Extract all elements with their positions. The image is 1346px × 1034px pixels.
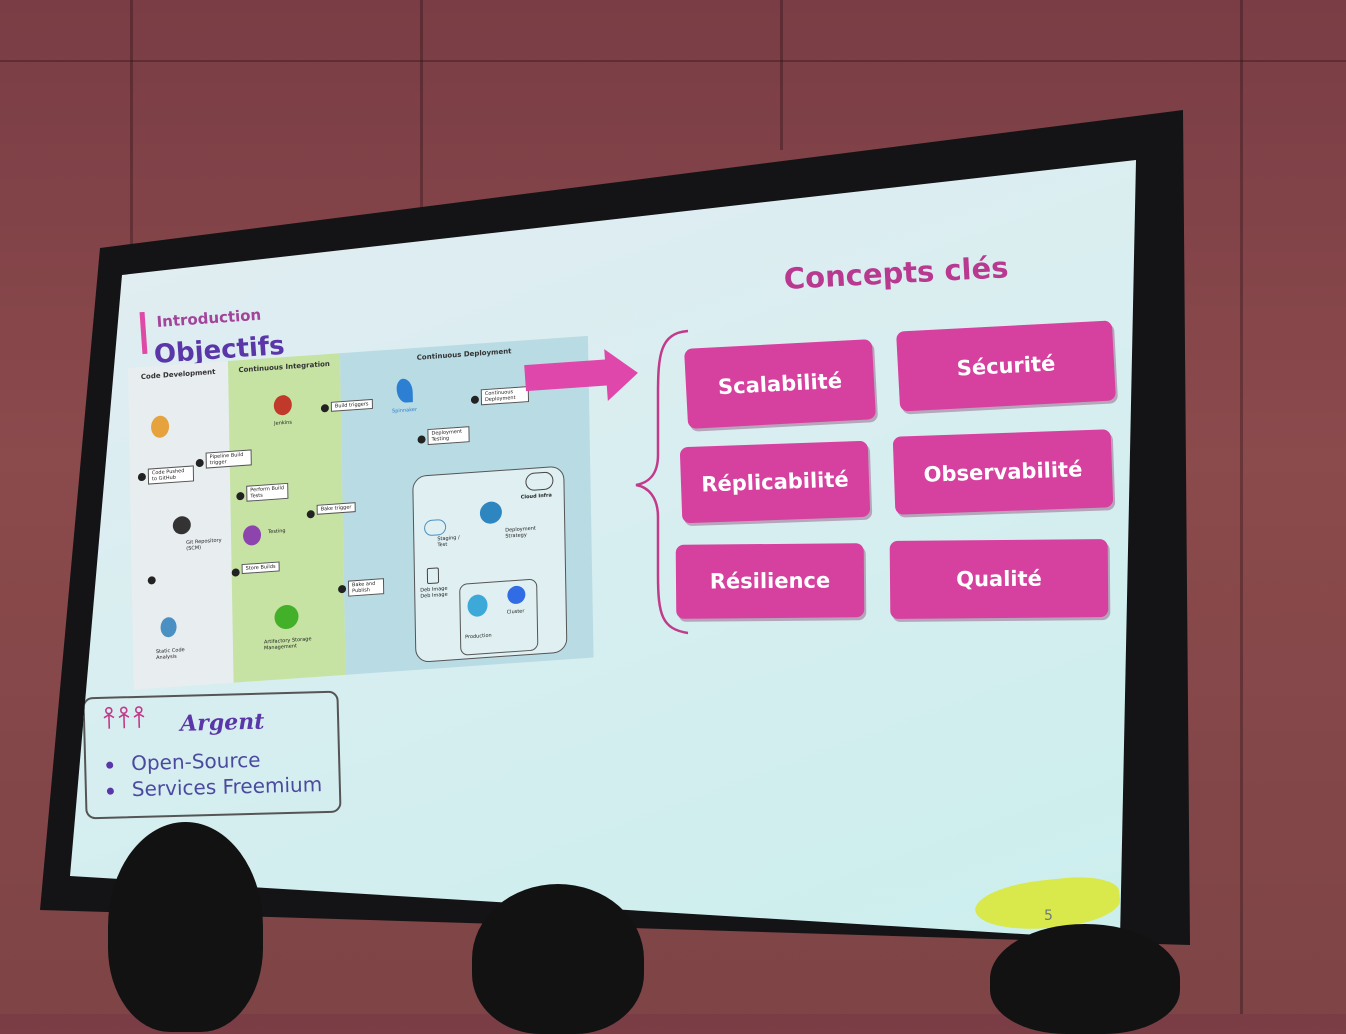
deployment-strategy-label: Deployment Strategy [505, 525, 536, 540]
concept-card-scalabilite: Scalabilité [684, 339, 876, 429]
wall-panel-line [1240, 0, 1243, 1014]
money-box: Argent Open-Source Services Freemium [82, 690, 342, 820]
lane-title: Code Development [140, 367, 216, 382]
deb-image-label: Deb Image Deb Image [420, 585, 448, 600]
cloud-infra-box: Cloud Infra Staging / Test Deployment St… [412, 465, 568, 663]
bake-publish-node: Bake and Publish [347, 578, 385, 597]
continuous-deployment-node: Continuous Deployment [480, 386, 530, 406]
concept-card-replicabilite: Réplicabilité [679, 440, 871, 524]
page-number: 5 [1044, 908, 1053, 924]
concept-card-observabilite: Observabilité [892, 429, 1114, 515]
money-item-freemium: Services Freemium [131, 772, 323, 802]
section-label: Introduction [156, 305, 262, 331]
audience-head [108, 822, 263, 1032]
cluster-label: Cluster [506, 608, 525, 616]
audience-head [990, 924, 1180, 1034]
bullet-icon [106, 761, 114, 769]
concept-card-securite: Sécurité [896, 320, 1116, 412]
concept-card-resilience: Résilience [675, 543, 865, 619]
arrow-right-icon [524, 358, 616, 392]
concepts-title: Concepts clés [783, 250, 1010, 296]
bullet-icon [106, 787, 115, 795]
production-box [459, 578, 539, 656]
money-title: Argent [179, 708, 265, 737]
title-accent-bar [139, 311, 148, 355]
jenkins-label: Jenkins [274, 419, 292, 427]
static-code-label: Static Code Analysis [155, 647, 185, 662]
lane-title: Continuous Integration [238, 359, 330, 375]
pipeline-trigger-node: Pipeline Build trigger [205, 449, 252, 469]
wall-panel-line [0, 60, 1346, 62]
concept-card-qualite: Qualité [889, 539, 1109, 619]
cloud-infra-label: Cloud Infra [520, 492, 552, 501]
perform-build-node: Perform Build Tests [246, 482, 289, 502]
deployment-strategy-icon [479, 500, 503, 525]
wall-panel-line [130, 0, 133, 260]
curly-brace-icon [635, 329, 689, 635]
people-group-icon [103, 706, 145, 729]
wall-panel-line [780, 0, 783, 150]
deb-image-icon [426, 567, 440, 585]
audience-head [472, 884, 644, 1034]
devops-pipeline-diagram: Code Development Continuous Integration … [128, 335, 594, 690]
staging-cloud-icon [423, 518, 447, 537]
money-item-open-source: Open-Source [130, 747, 261, 776]
testing-label: Testing [267, 528, 286, 536]
staging-label: Staging / Test [437, 534, 460, 549]
cloud-icon [525, 471, 554, 492]
code-push-node: Code Pushed to GitHub [147, 465, 195, 485]
deployment-testing-node: Deployment Testing [427, 426, 470, 446]
wall-panel-line [420, 0, 423, 220]
